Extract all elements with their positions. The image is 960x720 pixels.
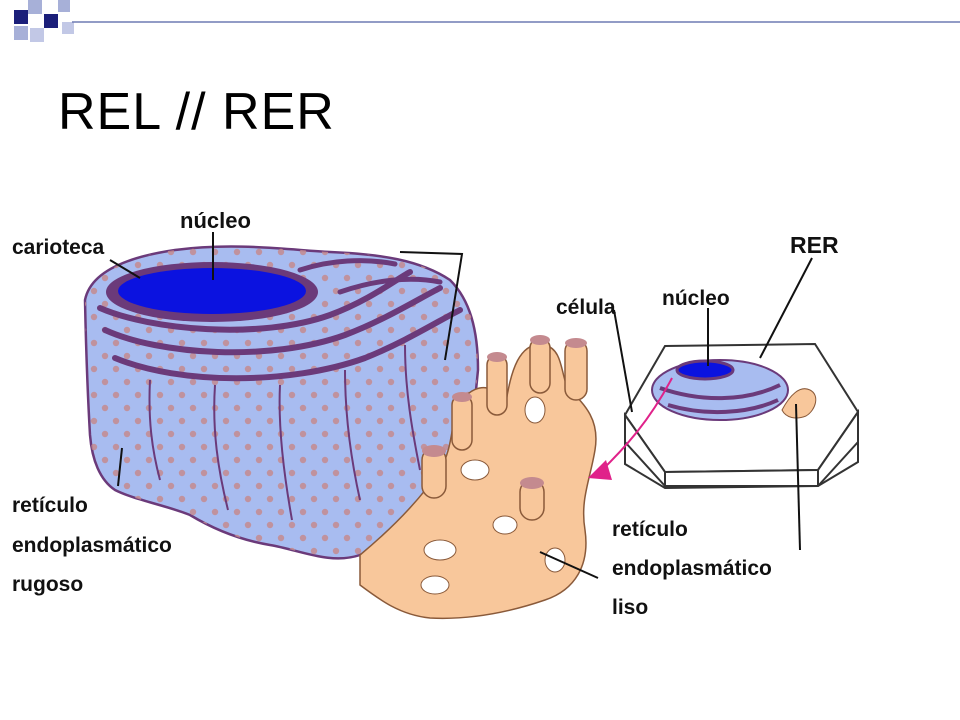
rough-er-fold-5 xyxy=(404,344,421,471)
rough-er-fold-4 xyxy=(344,369,361,501)
decor-square-light-5 xyxy=(62,22,74,34)
nucleus-cell xyxy=(675,359,735,381)
leader-celula xyxy=(613,309,633,413)
rough-er-cisterna-5 xyxy=(337,276,443,295)
smooth-er-tube-3 xyxy=(486,354,508,416)
smooth-er-tube-1-opening xyxy=(530,335,550,345)
slide-decoration xyxy=(14,0,960,42)
rough-er-cisterna-1 xyxy=(97,269,413,333)
leader-carioteca xyxy=(109,259,141,279)
label-nucleo-main: núcleo xyxy=(180,208,251,233)
smooth-er-tube-5-opening xyxy=(422,445,446,457)
leader-rer-main xyxy=(117,447,123,487)
label-celula: célula xyxy=(556,296,616,319)
rough-er-cisterna-4 xyxy=(297,258,398,273)
smooth-er-tube-2-opening xyxy=(565,338,587,348)
rough-er-fold-2 xyxy=(213,384,229,511)
smooth-er-hole-1 xyxy=(524,396,546,424)
label-rel-line-2: endoplasmático xyxy=(612,557,772,580)
smooth-er-tube-4 xyxy=(451,394,473,451)
label-carioteca: carioteca xyxy=(12,236,105,259)
decor-square-dark-2 xyxy=(44,14,58,28)
smooth-er-hole-5 xyxy=(420,575,450,595)
leader-rer-cell xyxy=(759,257,813,359)
smooth-er-hole-4 xyxy=(423,539,457,561)
decor-square-light-3 xyxy=(30,28,44,42)
label-rer: RER xyxy=(790,232,839,258)
smooth-er-illustration xyxy=(359,335,597,620)
smooth-er-hole-2 xyxy=(460,459,490,481)
cell-inset-rer-fold-2 xyxy=(667,398,779,415)
leader-rel-cell xyxy=(795,403,801,551)
nucleus-main xyxy=(118,268,306,314)
decor-square-light-4 xyxy=(58,0,70,12)
label-rer-line-1: retículo xyxy=(12,494,88,517)
smooth-er-hole-3 xyxy=(492,515,518,535)
pointer-arrowhead xyxy=(588,460,612,480)
cell-inset xyxy=(623,342,860,490)
rough-er-fold-1 xyxy=(148,379,161,481)
label-rer-line-3: rugoso xyxy=(12,573,83,596)
smooth-er-tube-2 xyxy=(564,339,588,401)
decor-square-dark-1 xyxy=(14,10,28,24)
rough-er-cisterna-2 xyxy=(102,285,443,356)
leader-rel-main xyxy=(539,551,599,579)
label-rel-line-3: liso xyxy=(612,596,648,619)
smooth-er-tube-4-opening xyxy=(452,392,472,402)
decor-square-light-1 xyxy=(28,0,42,14)
label-nucleo-cell: núcleo xyxy=(662,287,730,310)
decor-square-light-2 xyxy=(14,26,28,40)
smooth-er-tube-3-opening xyxy=(487,352,507,362)
smooth-er-hole-6 xyxy=(544,547,566,573)
cell-inset-rel xyxy=(781,388,817,419)
slide-title: REL // RER xyxy=(58,83,335,141)
rough-er-cisterna-3 xyxy=(112,307,463,382)
label-rel-line-1: retículo xyxy=(612,518,688,541)
rough-er-illustration xyxy=(83,245,480,560)
leader-lines xyxy=(109,232,813,579)
smooth-er-tube-6-opening xyxy=(520,477,544,489)
cell-inset-rer-fold-1 xyxy=(659,383,781,401)
pointer-arrow xyxy=(599,377,673,473)
label-rer-line-2: endoplasmático xyxy=(12,534,172,557)
rough-er-fold-3 xyxy=(278,384,293,521)
er-diagram: carioteca núcleo célula núcleo RER retíc… xyxy=(12,208,860,620)
cell-inset-outline xyxy=(624,412,859,487)
smooth-er-tube-1 xyxy=(529,337,551,394)
leader-bracket-top xyxy=(399,251,464,361)
